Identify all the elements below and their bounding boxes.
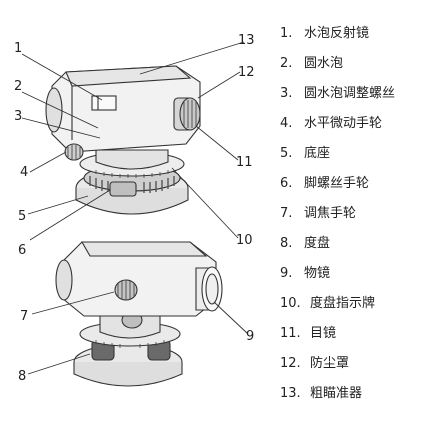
foot-knob [109,181,137,197]
base-plate-side [75,188,189,215]
callout-numbers: 1 2 3 4 5 6 7 8 9 10 11 12 13 [14,33,255,384]
legend-label-6: 脚螺丝手轮 [304,175,369,191]
legend-label-8: 度盘 [304,235,330,251]
callout-9: 9 [246,329,254,344]
legend-num-12: 12. [280,356,301,371]
bottom-instrument [55,241,223,387]
legend-num-1: 1. [280,26,292,41]
slow-motion-knob [64,143,84,161]
legend-label-12: 防尘罩 [310,355,349,371]
callout-13: 13 [238,33,255,48]
slow-motion-knurl [67,145,81,159]
bubble-mirror [91,95,117,111]
legend-label-13: 粗瞄准器 [310,386,362,401]
leader-3 [21,117,101,139]
callout-5: 5 [18,209,26,224]
body-top-face-2 [81,241,208,257]
legend-num-9: 9. [280,266,292,281]
leader-11 [195,125,239,161]
circle-ticks-2 [95,340,165,348]
callout-8: 8 [18,369,26,384]
legend-label-11: 目镜 [310,326,336,341]
legend-label-2: 圆水泡 [304,56,343,71]
legend-num-2: 2. [280,56,292,71]
leader-2 [21,91,99,129]
legend-label-9: 物镜 [304,266,330,281]
leader-9 [213,301,249,335]
objective-end-top [45,87,63,133]
callout-3: 3 [14,109,22,124]
leader-6 [29,189,111,241]
base-plate-side-2 [73,362,183,387]
legend-num-11: 11. [280,326,301,341]
rear-end [55,259,73,301]
leader-1 [21,53,103,101]
legend-num-3: 3. [280,86,292,101]
legend-num-4: 4. [280,116,292,131]
leader-lines [21,41,249,375]
eyepiece-knurl [183,100,197,128]
leader-5 [27,195,89,215]
callout-2: 2 [14,79,22,94]
legend-num-13: 13. [280,386,301,401]
callout-11: 11 [236,155,253,170]
callout-6: 6 [18,243,26,258]
leader-12 [197,71,241,99]
focus-knurl [117,280,135,300]
legend-label-3: 圆水泡调整螺丝 [304,86,395,101]
legend-label-4: 水平微动手轮 [304,116,382,131]
callout-12: 12 [238,65,255,80]
legend-num-10: 10. [280,296,301,311]
legend-label-5: 底座 [304,145,330,161]
column [95,149,169,170]
objective-inner [205,273,219,305]
leader-4 [29,151,67,173]
top-instrument [45,65,201,215]
callout-4: 4 [20,165,28,180]
eyepiece [179,97,201,131]
legend-num-7: 7. [280,206,292,221]
circle-ticks [95,170,169,178]
legend-num-8: 8. [280,236,292,251]
leader-10 [171,167,239,239]
legend-num-6: 6. [280,176,292,191]
legend: 1. 水泡反射镜 2. 圆水泡 3. 圆水泡调整螺丝 4. 水平微动手轮 5. … [280,25,395,401]
legend-label-10: 度盘指示牌 [310,295,375,311]
legend-label-1: 水泡反射镜 [304,25,369,41]
callout-10: 10 [236,233,253,248]
legend-label-7: 调焦手轮 [304,206,356,221]
leader-7 [31,291,115,315]
callout-7: 7 [20,309,28,324]
legend-num-5: 5. [280,146,292,161]
leader-13 [139,41,245,75]
leader-8 [27,353,91,375]
callout-1: 1 [14,41,22,56]
